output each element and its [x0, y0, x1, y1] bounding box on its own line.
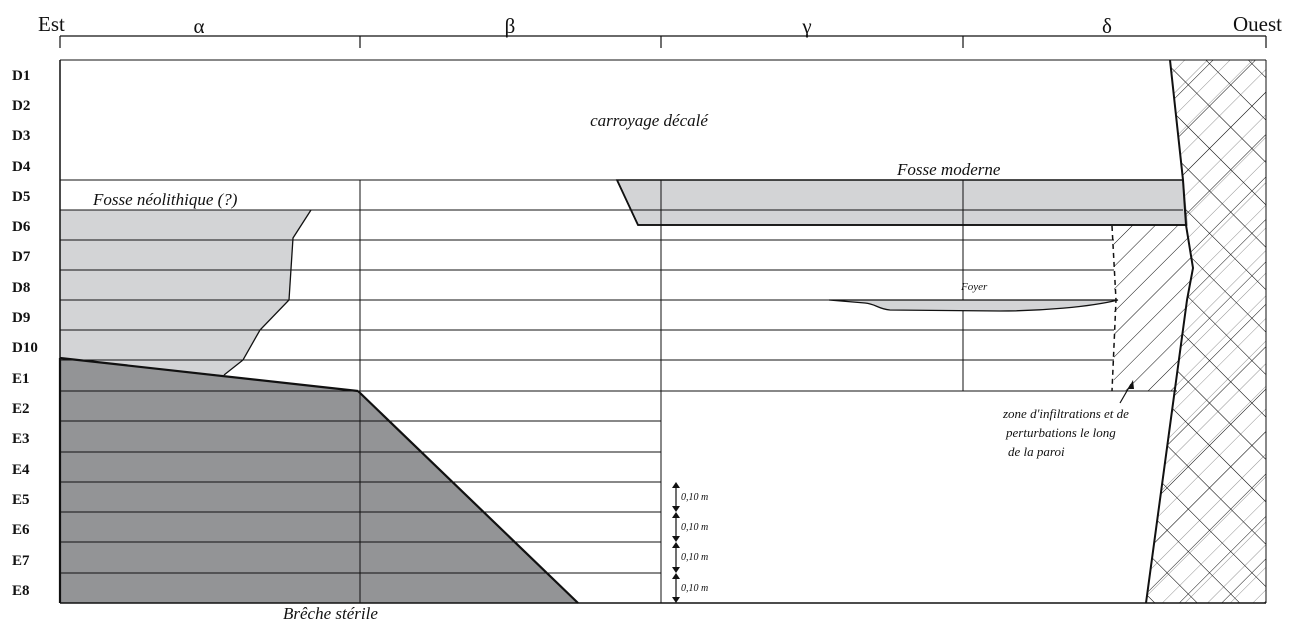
fill-areas: [60, 60, 1266, 603]
scale-labels: 0,10 m 0,10 m 0,10 m 0,10 m: [681, 492, 708, 594]
zone-label-line-2: perturbations le long: [1005, 425, 1116, 440]
west-label: Ouest: [1233, 12, 1282, 36]
column-gamma-label: γ: [801, 14, 811, 38]
foyer-label: Foyer: [960, 281, 988, 293]
scale-label-2: 0,10 m: [681, 522, 708, 533]
annotations: carroyage décalé Fosse moderne Fosse néo…: [92, 111, 1129, 623]
fosse-neolithique-area: [60, 210, 311, 375]
rock-wall-hatch-b: [1146, 60, 1266, 603]
scale-label-1: 0,10 m: [681, 492, 708, 503]
row-label-d6: D6: [12, 219, 31, 235]
fosse-neolithique-edge: [223, 209, 312, 376]
fosse-moderne-area: [615, 179, 1188, 226]
scale-label-3: 0,10 m: [681, 552, 708, 563]
breche-sterile-area: [60, 358, 578, 603]
infiltration-pointer: [1119, 380, 1134, 404]
header-ruler: [59, 35, 1267, 48]
scale-arrowheads: [672, 482, 680, 603]
header: Est Ouest α β γ δ: [38, 12, 1282, 48]
grid-lines: [60, 179, 1183, 603]
breche-sterile-label: Brêche stérile: [283, 604, 378, 623]
east-label: Est: [38, 12, 65, 36]
row-label-e2: E2: [12, 401, 30, 417]
column-delta-label: δ: [1102, 14, 1112, 38]
row-label-d8: D8: [12, 280, 30, 296]
zone-label-line-3: de la paroi: [1008, 444, 1065, 459]
infiltration-hatch-area: [1114, 225, 1193, 391]
zone-label-line-1: zone d'infiltrations et de: [1002, 406, 1129, 421]
column-beta-label: β: [505, 14, 516, 38]
row-label-e6: E6: [12, 522, 30, 538]
row-label-d10: D10: [12, 340, 38, 356]
row-label-d9: D9: [12, 310, 30, 326]
row-label-d1: D1: [12, 68, 30, 84]
row-label-d4: D4: [12, 159, 31, 175]
column-alpha-label: α: [193, 14, 204, 38]
row-labels: D1 D2 D3 D4 D5 D6 D7 D8 D9 D10 E1 E2 E3 …: [12, 68, 38, 599]
fosse-neolithique-label: Fosse néolithique (?): [92, 190, 238, 209]
breche-top-line: [59, 356, 359, 393]
carroyage-label: carroyage décalé: [590, 111, 709, 130]
row-label-e4: E4: [12, 462, 30, 478]
fosse-moderne-label: Fosse moderne: [896, 160, 1001, 179]
section-outline: [58, 59, 1267, 604]
row-label-d2: D2: [12, 98, 30, 114]
foyer-lens: [828, 299, 1119, 312]
row-label-d3: D3: [12, 128, 30, 144]
row-label-e7: E7: [12, 553, 30, 569]
row-label-e1: E1: [12, 371, 30, 387]
breche-slope-line: [357, 390, 579, 604]
row-label-e8: E8: [12, 583, 30, 599]
row-label-d5: D5: [12, 189, 30, 205]
row-label-d7: D7: [12, 249, 31, 265]
scale-label-4: 0,10 m: [681, 583, 708, 594]
wall-boundary-line: [1145, 59, 1195, 604]
row-label-e5: E5: [12, 492, 30, 508]
row-label-e3: E3: [12, 431, 30, 447]
